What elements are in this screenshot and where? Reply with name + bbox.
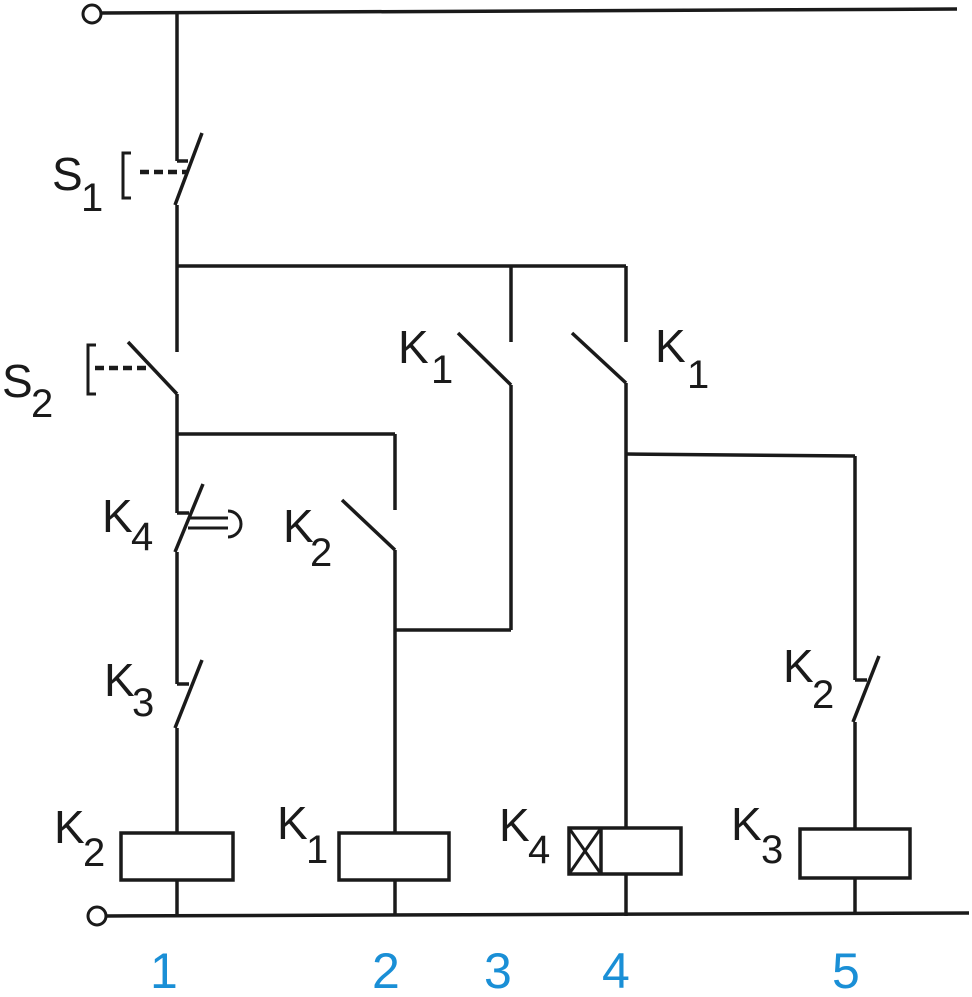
k1-left-label-sub: 1 [431, 348, 453, 392]
s2-label-sub: 2 [31, 382, 53, 426]
bottom-rail [86, 905, 970, 927]
k3-coil [798, 827, 912, 914]
top-rail [81, 3, 958, 25]
column-number-5: 5 [832, 943, 860, 997]
k2-coil-label-sub: 2 [83, 831, 105, 875]
k1-coil-label: K [277, 797, 308, 849]
s1-stop-button [121, 12, 204, 352]
k1-coil [337, 831, 451, 916]
k1-contact-right [570, 331, 856, 828]
k4-timed-contact [173, 483, 243, 684]
k3-contact-label-sub: 3 [132, 681, 154, 725]
s2-start-button [86, 340, 179, 497]
column-number-2: 2 [372, 943, 400, 997]
k4-contact-label: K [102, 490, 133, 542]
branch-column-2 [177, 432, 511, 833]
s2-label: S [2, 355, 33, 407]
k3-coil-label-sub: 3 [761, 828, 783, 872]
k4-coil-label-sub: 4 [528, 828, 550, 872]
column-number-1: 1 [150, 943, 178, 997]
k1-right-label-sub: 1 [687, 353, 709, 397]
k1-right-label: K [655, 320, 686, 372]
s1-label-sub: 1 [81, 176, 103, 220]
k2-col2-label-sub: 2 [310, 531, 332, 575]
k4-coil-label: K [499, 799, 530, 851]
k3-coil-label: K [731, 798, 762, 850]
k1-contact-left [456, 331, 513, 630]
column-number-3: 3 [484, 943, 512, 997]
k2-col5-label: K [783, 640, 814, 692]
k2-col5-label-sub: 2 [812, 673, 834, 717]
column-number-4: 4 [602, 943, 630, 997]
k2-coil-label: K [54, 801, 85, 853]
k4-contact-label-sub: 4 [131, 515, 153, 559]
k2-contact-col5 [851, 456, 881, 829]
k3-contact [173, 659, 204, 833]
k3-contact-label: K [104, 654, 135, 706]
k2-coil [119, 831, 235, 916]
s1-label: S [52, 148, 83, 200]
k2-col2-label: K [283, 500, 314, 552]
k4-coil [567, 826, 683, 916]
k1-coil-label-sub: 1 [306, 828, 328, 872]
k1-left-label: K [398, 321, 429, 373]
feed-bus [177, 264, 628, 342]
